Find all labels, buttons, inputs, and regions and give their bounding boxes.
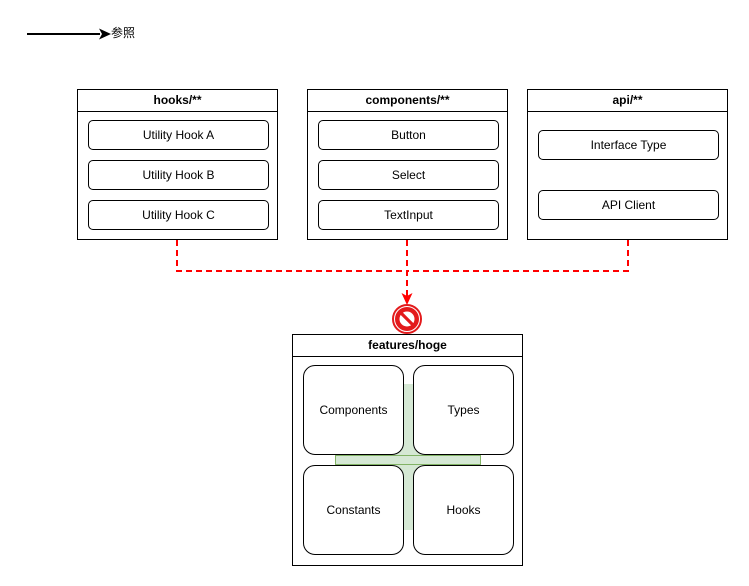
no-entry-icon bbox=[392, 304, 422, 334]
package-api-title: api/** bbox=[528, 90, 727, 112]
forbidden-dependency-hooks bbox=[176, 240, 407, 272]
component-item-button: Button bbox=[318, 120, 499, 150]
package-feature: features/hoge Components Types Constants… bbox=[292, 334, 523, 566]
package-feature-title: features/hoge bbox=[293, 335, 522, 357]
package-components: components/** Button Select TextInput bbox=[307, 89, 508, 240]
feature-module-hooks: Hooks bbox=[413, 465, 514, 555]
feature-module-types: Types bbox=[413, 365, 514, 455]
api-item-interface-type: Interface Type bbox=[538, 130, 719, 160]
hook-item-c: Utility Hook C bbox=[88, 200, 269, 230]
forbidden-dependency-api bbox=[407, 240, 629, 272]
component-item-select: Select bbox=[318, 160, 499, 190]
feature-module-components: Components bbox=[303, 365, 404, 455]
hook-item-a: Utility Hook A bbox=[88, 120, 269, 150]
component-item-textinput: TextInput bbox=[318, 200, 499, 230]
package-hooks-title: hooks/** bbox=[78, 90, 277, 112]
legend-arrow-icon bbox=[27, 28, 111, 40]
legend-label: 参照 bbox=[111, 26, 136, 40]
module-cross-horizontal bbox=[335, 455, 481, 465]
forbidden-dependency-arrowhead bbox=[401, 293, 413, 305]
hook-item-b: Utility Hook B bbox=[88, 160, 269, 190]
feature-module-constants: Constants bbox=[303, 465, 404, 555]
package-api: api/** Interface Type API Client bbox=[527, 89, 728, 240]
package-components-title: components/** bbox=[308, 90, 507, 112]
api-item-api-client: API Client bbox=[538, 190, 719, 220]
package-hooks: hooks/** Utility Hook A Utility Hook B U… bbox=[77, 89, 278, 240]
